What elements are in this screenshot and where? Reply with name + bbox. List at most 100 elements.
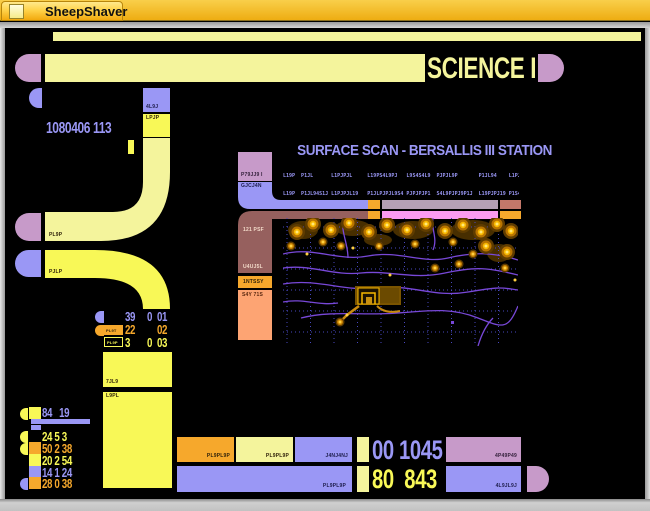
legend-values: 50 2 38 — [42, 441, 72, 456]
bar-segment-pink[interactable] — [382, 211, 498, 219]
bottom-mini-square-2[interactable] — [357, 466, 369, 492]
column-yellow-button[interactable]: LPJP — [143, 114, 170, 137]
column-blue-button[interactable]: 4L9J — [143, 88, 170, 112]
map-grid — [283, 218, 518, 346]
top-thin-bar — [53, 32, 641, 41]
bar-segment-orange3[interactable] — [500, 211, 521, 219]
scan-sidebar-peach-label: S4Y 71S — [242, 292, 264, 298]
scan-sidebar-peach-button[interactable]: S4Y 71S — [238, 290, 272, 340]
header-bar — [45, 54, 425, 82]
window-title: SheepShaver — [45, 4, 128, 19]
upper-elbow — [45, 138, 170, 241]
readout-chip-label: PL9P — [107, 340, 118, 345]
readout-value: 01 — [157, 309, 168, 324]
readout-value: 3 — [125, 335, 131, 350]
blue-half-disc — [29, 88, 42, 108]
window-titlebar[interactable]: SheepShaver — [0, 0, 650, 21]
bottom-chip-blue-2-label: 4L9JL9J — [495, 483, 517, 489]
readout-value: 22 — [125, 322, 136, 337]
bottom-mini-square-1[interactable] — [357, 437, 369, 462]
bottom-chip-orange[interactable]: PL9PL9P — [177, 437, 234, 462]
scan-maroon-bottom-label: U4UJ5L — [243, 264, 263, 270]
header-bar-right-cap — [538, 54, 564, 82]
legend-cap — [20, 478, 28, 490]
readout-value: 03 — [157, 335, 168, 350]
readout-cap — [95, 325, 104, 336]
bottom-bar-end-cap — [527, 466, 549, 492]
scan-sidebar-mauve-label: P79JJ9 I — [241, 172, 263, 178]
bottom-chip-blue-label: J4NJ4NJ — [325, 453, 348, 459]
scan-sidebar-orange-label: 1NTSSY — [243, 279, 264, 285]
legend-values: 84 19 — [42, 405, 70, 420]
bar-segment-orange2[interactable] — [368, 211, 380, 219]
scan-sidebar-mauve-button[interactable]: P79JJ9 I — [238, 152, 272, 181]
bar-segment-orange[interactable] — [368, 200, 380, 209]
scan-sidebar-orange-button[interactable]: 1NTSSY — [238, 276, 272, 288]
bar-segment-salmon[interactable] — [500, 200, 521, 209]
column-block-a-label: 7JL9 — [106, 379, 119, 385]
readout-value: 0 — [147, 309, 153, 324]
lcars-screen: SCIENCE I 1080406 113 4L9J LPJP PL9P PJL… — [5, 28, 645, 499]
upper-elbow-cap — [15, 213, 41, 241]
bar-segment-mauvegray[interactable] — [382, 200, 498, 209]
upper-elbow-label: PL9P — [49, 232, 63, 238]
bottom-chip-orange-label: PL9PL9P — [206, 453, 230, 459]
bottom-chip-mauve-label: 4P49P49 — [495, 453, 517, 459]
bottom-chip-blue-2[interactable]: 4L9JL9J — [446, 466, 521, 492]
bottom-bar-blue[interactable]: PL9PL9P — [177, 466, 352, 492]
window-bezel-top — [0, 22, 650, 28]
bottom-value-1: 00 1045 — [372, 435, 443, 465]
bottom-chip-pale[interactable]: PL9PL9P — [236, 437, 293, 462]
readout-row: PL9T 22 02 — [95, 322, 175, 337]
fire-blobs — [286, 218, 518, 282]
legend-bar-tab — [31, 425, 41, 430]
legend-swatch — [29, 442, 41, 454]
column-block-b-label: L9PL — [106, 393, 120, 399]
column-block-a-button[interactable]: 7JL9 — [103, 352, 172, 387]
lower-elbow-cap — [15, 250, 41, 277]
scan-maroon-elbow — [238, 211, 368, 273]
surface-scan-map — [283, 218, 518, 346]
lower-elbow — [45, 250, 170, 309]
column-yellow-button-label: LPJP — [146, 115, 160, 121]
legend-values: 28 0 38 — [42, 476, 72, 491]
legend-values: 24 5 3 — [42, 429, 67, 444]
scan-blue-elbow — [238, 182, 368, 209]
scan-blue-elbow-label: GJCJ4N — [241, 183, 262, 189]
readout-value: 02 — [157, 322, 168, 337]
readout-chip-button[interactable]: PL9T — [104, 325, 123, 335]
window-bezel-bottom — [0, 499, 650, 511]
readout-row: PL9P 3 0 03 — [95, 335, 175, 350]
scan-title: SURFACE SCAN - BERSALLIS III STATION — [297, 142, 552, 159]
legend-swatch — [29, 477, 41, 489]
header-bar-left-cap — [15, 54, 41, 82]
bottom-value-2: 80 843 — [372, 464, 437, 494]
column-blue-button-label: 4L9J — [146, 104, 159, 110]
legend: 84 19 24 5 3 50 2 38 20 2 54 14 1 24 28 … — [15, 400, 100, 491]
readout-row: 39 0 01 — [95, 309, 175, 324]
legend-cap — [20, 408, 28, 420]
legend-swatch — [29, 466, 41, 478]
readout-chip-label: PL9T — [106, 328, 117, 333]
window-title-tab[interactable]: SheepShaver — [1, 1, 127, 21]
bottom-chip-blue[interactable]: J4NJ4NJ — [295, 437, 352, 462]
bottom-bar-blue-label: PL9PL9P — [322, 483, 346, 489]
readout-cap — [95, 311, 104, 323]
window-bezel-left — [0, 28, 5, 500]
lower-elbow-label: PJLP — [49, 269, 63, 275]
close-box-icon[interactable] — [9, 4, 24, 19]
page-title: SCIENCE I — [427, 52, 537, 85]
id-code: 1080406 113 — [46, 120, 112, 137]
bottom-chip-mauve[interactable]: 4P49P49 — [446, 437, 521, 462]
legend-swatch — [29, 454, 41, 466]
scan-micro-text: L19P P1JL L1PJPJL L19PS4L9PJ L9S4S4L9 PJ… — [283, 173, 519, 198]
readout-chip-button[interactable]: PL9P — [104, 337, 123, 347]
readout-value: 39 — [125, 309, 136, 324]
window-bezel-right — [645, 28, 650, 500]
scan-maroon-top-label: 121 PSF — [243, 227, 264, 233]
legend-bar — [31, 419, 90, 424]
column-block-b-button[interactable]: L9PL — [103, 392, 172, 488]
yellow-sliver — [128, 140, 134, 154]
readout-value: 0 — [147, 335, 153, 350]
